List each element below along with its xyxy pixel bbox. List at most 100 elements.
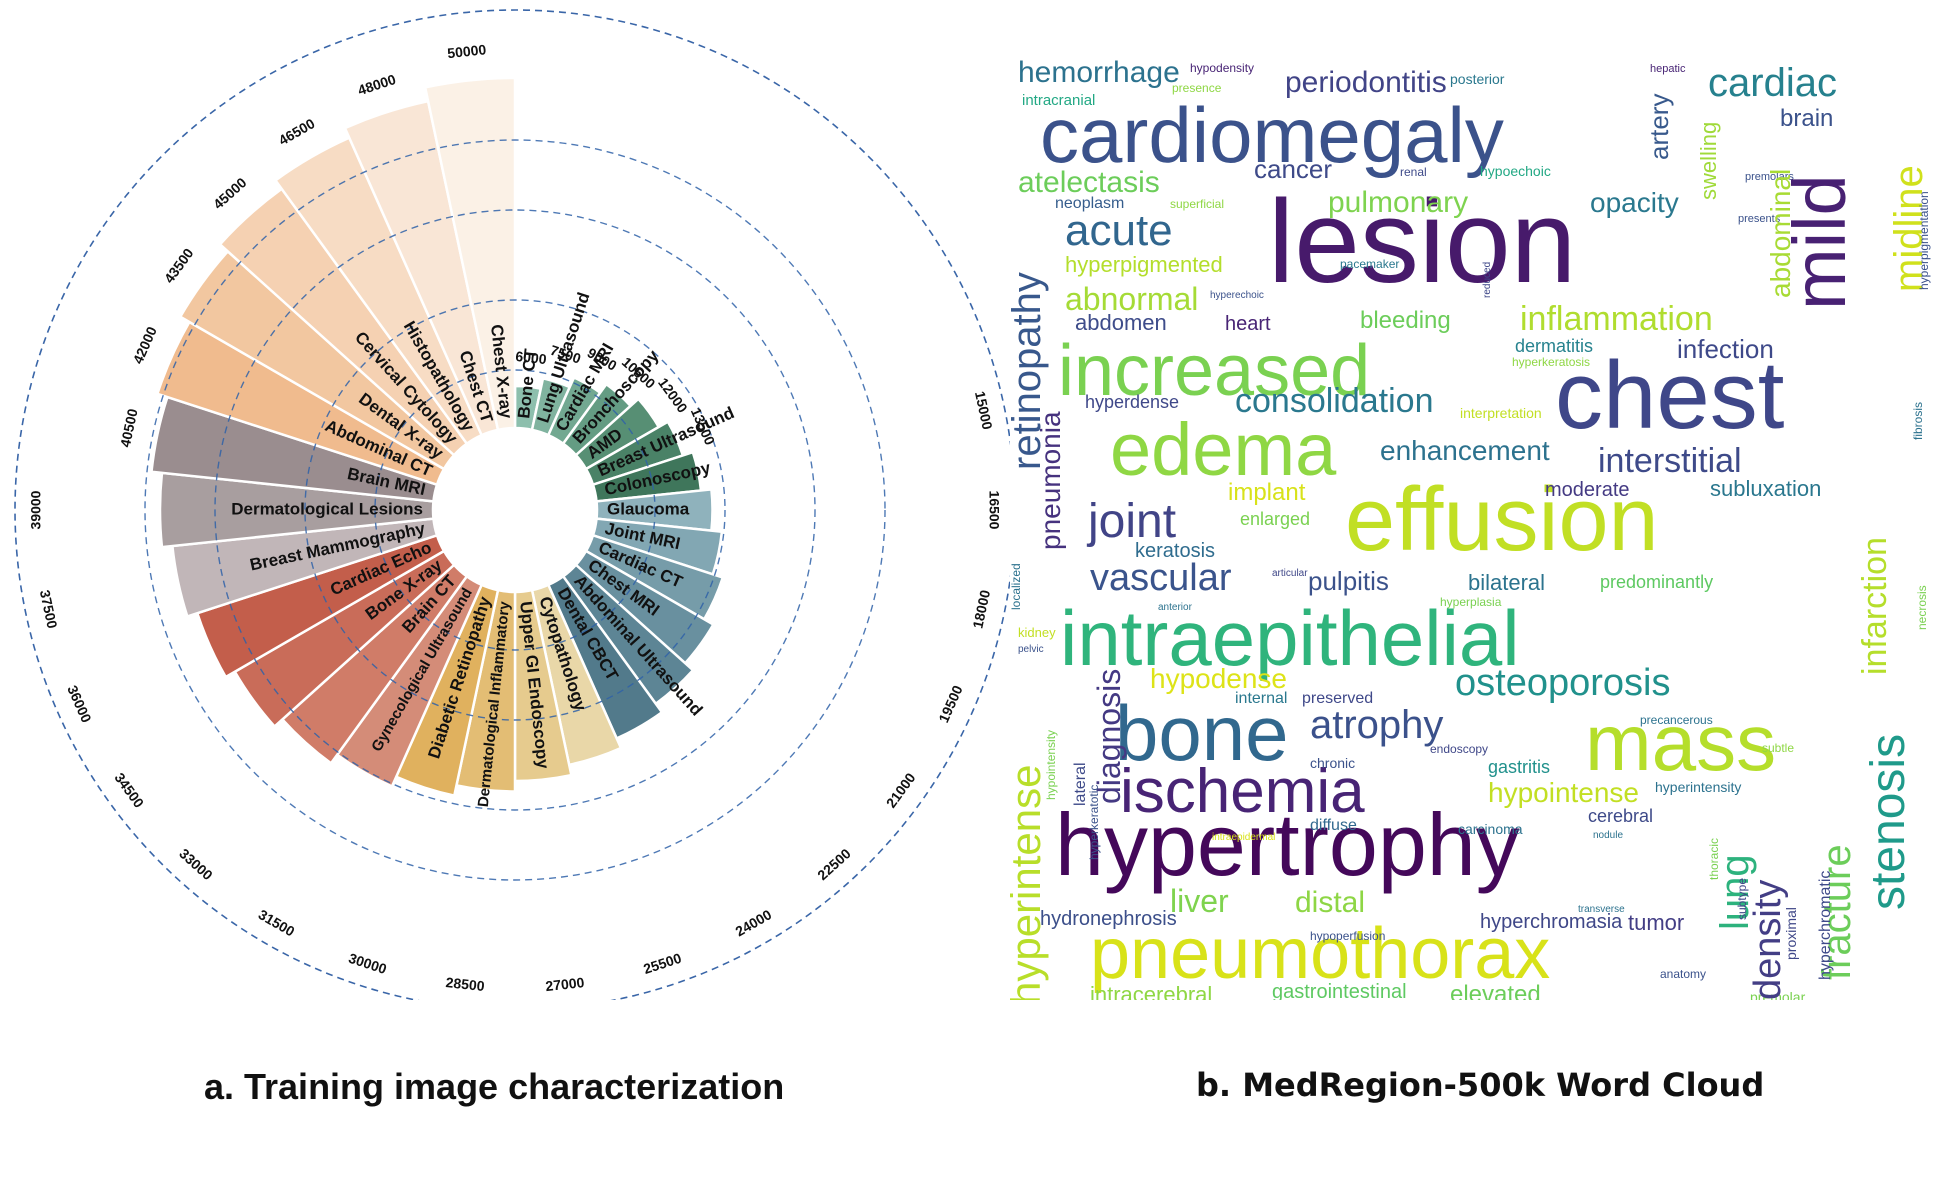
word-necrosis: necrosis [1915,585,1929,630]
word-transverse: transverse [1578,904,1625,915]
word-intracranial: intracranial [1022,92,1095,109]
word-interpretation: interpretation [1460,405,1542,421]
word-hypodensity: hypodensity [1190,61,1254,75]
word-distal: distal [1295,886,1365,919]
word-intraepithelial: intraepithelial [1060,594,1520,682]
word-gastritis: gastritis [1488,757,1550,777]
word-reduced: reduced [1482,262,1493,298]
word-abnormal: abnormal [1065,281,1198,317]
word-opacity: opacity [1590,187,1679,218]
word-hemorrhage: hemorrhage [1018,56,1180,89]
tick-label-13: 25500 [641,950,683,977]
word-hyperchromasia: hyperchromasia [1480,911,1623,933]
caption-a: a. Training image characterization [204,1066,785,1107]
word-premolars: premolars [1745,171,1794,183]
word-hypointense: hypointense [1488,777,1639,808]
word-pacemaker: pacemaker [1340,257,1399,271]
word-chest: chest [1555,342,1784,449]
word-dermatitis: dermatitis [1515,336,1593,356]
tick-label-17: 31500 [256,906,298,939]
word-bilateral: bilateral [1468,570,1545,595]
word-hyperkeratotic: hyperkeratotic [1087,785,1101,860]
word-lesion: lesion [1268,176,1576,308]
word-joint: joint [1086,495,1176,548]
word-renal: renal [1400,165,1427,179]
word-bone: bone [1115,689,1289,777]
word-diagnosis: diagnosis [1091,669,1127,804]
word-cerebral: cerebral [1588,806,1653,826]
word-infarction: infarction [1856,537,1894,675]
tick-label-11: 22500 [814,845,854,883]
word-hyperpigmented: hyperpigmented [1065,252,1223,277]
grid-circle-2 [214,209,816,811]
tick-label-27: 46500 [276,115,318,148]
tick-label-16: 30000 [347,950,389,977]
word-swelling: swelling [1696,122,1721,200]
word-abdominal: abdominal [1765,169,1796,298]
word-articular: articular [1272,568,1308,579]
grid-circle-1 [304,299,726,721]
word-pneumonia: pneumonia [1035,411,1066,550]
word-hydronephrosis: hydronephrosis [1040,908,1177,930]
word-brain: brain [1780,105,1833,132]
word-mild: mild [1778,174,1861,310]
word-anatomy: anatomy [1660,967,1706,981]
word-subtype: subtype [1735,878,1749,920]
word-bleeding: bleeding [1360,307,1451,334]
word-atelectasis: atelectasis [1018,166,1160,199]
tick-label-21: 37500 [37,588,61,630]
caption-b: b. MedRegion-500k Word Cloud [1196,1066,1765,1104]
word-internal: internal [1235,690,1287,707]
word-effusion: effusion [1345,470,1659,570]
word-periodontitis: periodontitis [1285,66,1447,99]
word-inflammation: inflammation [1520,300,1713,338]
word-edema: edema [1110,408,1337,491]
word-pulpitis: pulpitis [1308,566,1389,596]
word-liver: liver [1170,883,1229,919]
word-ischemia: ischemia [1120,757,1365,826]
category-label-22: Dermatological Lesions [231,499,423,518]
word-presence: presence [1172,81,1222,95]
word-diffuse: diffuse [1310,817,1357,834]
word-precancerous: precancerous [1640,713,1713,727]
word-preserved: preserved [1302,690,1373,707]
word-hepatic: hepatic [1650,63,1686,75]
word-superficial: superficial [1170,197,1224,211]
word-vascular: vascular [1090,557,1232,599]
word-hyperplasia: hyperplasia [1440,595,1502,609]
word-hypoechoic: hypoechoic [1480,163,1551,179]
word-posterior: posterior [1450,71,1505,87]
grid-circle-0 [374,369,656,651]
word-subluxation: subluxation [1710,476,1821,501]
word-atrophy: atrophy [1310,703,1443,747]
tick-label-28: 48000 [356,71,398,98]
word-heart: heart [1225,313,1271,335]
word-artery: artery [1644,94,1674,160]
word-hyperkeratosis: hyperkeratosis [1512,355,1590,369]
word-intracerebral: intracerebral [1090,982,1212,1000]
word-chronic: chronic [1310,755,1355,771]
word-hyperchromatic: hyperchromatic [1817,871,1834,980]
word-predominantly: predominantly [1600,572,1713,592]
word-lung: lung [1713,854,1757,930]
word-carcinoma: carcinoma [1458,821,1523,837]
word-osteoporosis: osteoporosis [1455,662,1670,704]
word-density: density [1747,880,1789,1000]
tick-label-4: 12000 [655,375,691,416]
word-pulmonary: pulmonary [1328,186,1468,219]
tick-label-6: 15000 [972,390,996,432]
word-increased: increased [1058,331,1370,411]
tick-label-10: 21000 [883,770,919,811]
tick-label-14: 27000 [545,974,586,994]
word-infection: infection [1677,334,1774,364]
word-hyperintense: hyperintense [1010,765,1049,1001]
word-lateral: lateral [1072,762,1089,806]
center-hole [433,428,597,592]
word-elevated: elevated [1450,981,1541,1000]
word-fibrosis: fibrosis [1911,402,1925,440]
tick-label-19: 34500 [111,770,147,811]
